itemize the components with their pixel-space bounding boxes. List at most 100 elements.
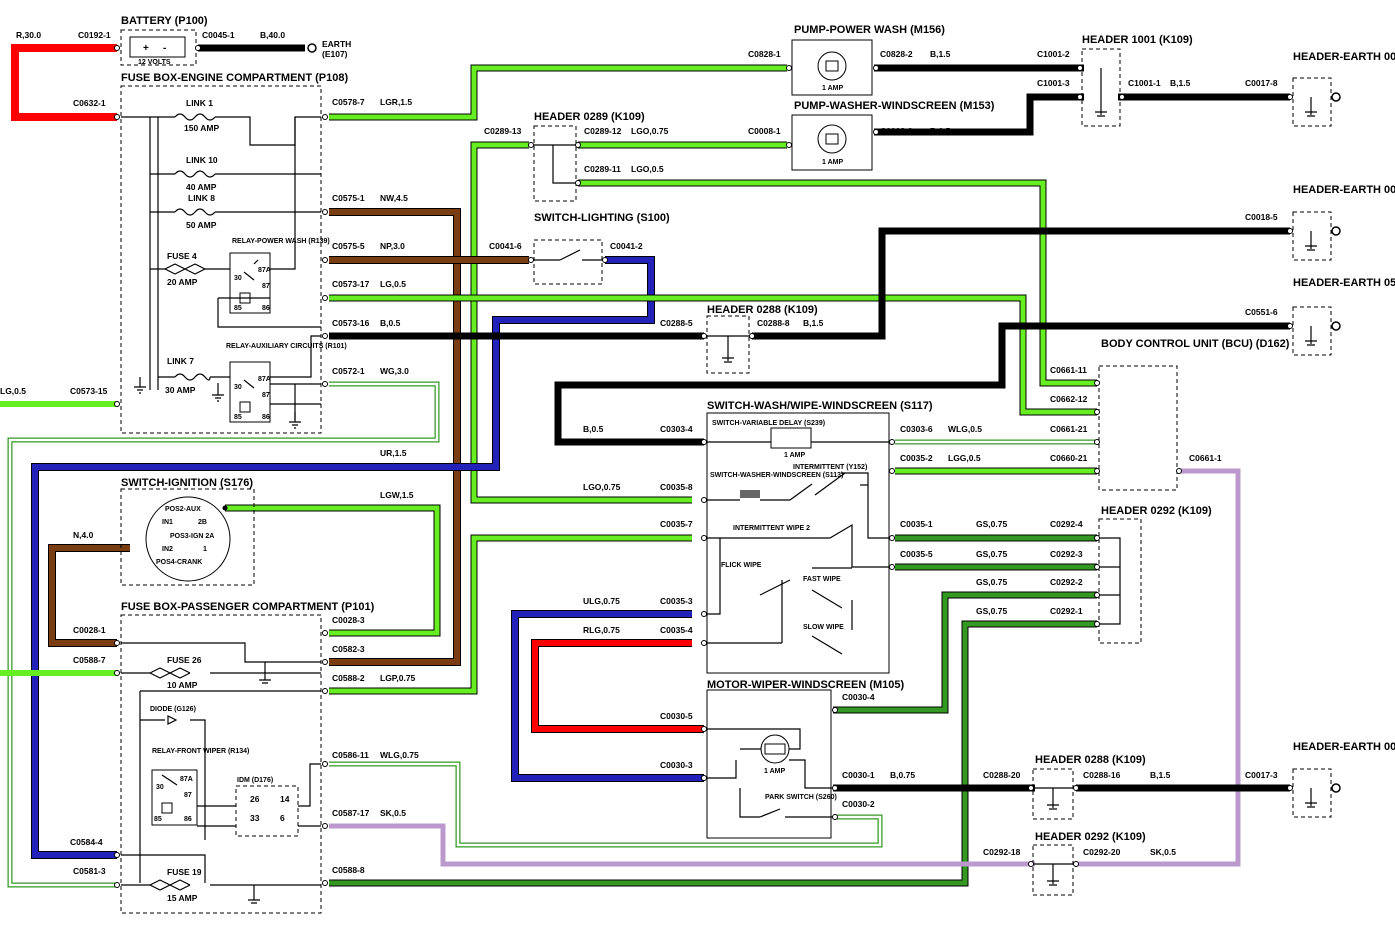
svg-text:C0572-1: C0572-1 xyxy=(332,366,365,376)
svg-text:ULG,0.75: ULG,0.75 xyxy=(583,596,620,606)
svg-text:12 VOLTS: 12 VOLTS xyxy=(138,59,171,66)
svg-text:RELAY-POWER WASH (R139): RELAY-POWER WASH (R139) xyxy=(232,238,330,245)
svg-text:1 AMP: 1 AMP xyxy=(784,452,805,459)
header-earth-0017-box xyxy=(1292,77,1332,127)
svg-text:87: 87 xyxy=(262,392,270,399)
svg-text:C0017-8: C0017-8 xyxy=(1245,78,1278,88)
svg-text:C0192-1: C0192-1 xyxy=(78,30,111,40)
svg-text:87A: 87A xyxy=(258,376,271,383)
svg-text:POS2-AUX: POS2-AUX xyxy=(165,506,201,513)
wire-labels: R,30.0 B,40.0 LGR,1.5 B,1.5 B,0.5 B,1.5 … xyxy=(0,30,1191,857)
header0292-box xyxy=(1098,518,1142,644)
svg-text:UR,1.5: UR,1.5 xyxy=(380,448,407,458)
wire-lgr-pump xyxy=(329,64,787,121)
svg-text:B,0.5: B,0.5 xyxy=(583,424,604,434)
header0289-box xyxy=(533,125,577,202)
svg-text:C0661-21: C0661-21 xyxy=(1050,424,1088,434)
svg-text:LGG,0.5: LGG,0.5 xyxy=(948,453,981,463)
svg-text:C0575-5: C0575-5 xyxy=(332,241,365,251)
svg-text:C0661-11: C0661-11 xyxy=(1050,365,1087,375)
svg-text:GS,0.75: GS,0.75 xyxy=(976,519,1007,529)
svg-text:C0551-6: C0551-6 xyxy=(1245,307,1278,317)
svg-text:87: 87 xyxy=(262,283,270,290)
svg-text:LGO,0.75: LGO,0.75 xyxy=(583,482,621,492)
relay-front-wiper-box xyxy=(151,769,198,826)
svg-text:C0581-3: C0581-3 xyxy=(73,866,106,876)
battery-label: BATTERY (P100) xyxy=(121,15,208,27)
svg-text:C0303-6: C0303-6 xyxy=(900,424,933,434)
svg-text:1 AMP: 1 AMP xyxy=(764,768,785,775)
svg-text:85: 85 xyxy=(154,816,162,823)
svg-text:FUSE 19: FUSE 19 xyxy=(167,867,202,877)
switch-lighting-box xyxy=(533,239,603,285)
svg-text:LGO,0.75: LGO,0.75 xyxy=(631,126,669,136)
svg-text:EARTH: EARTH xyxy=(322,39,351,49)
svg-text:HEADER-EARTH 0017 (K108): HEADER-EARTH 0017 (K108) xyxy=(1293,741,1395,753)
motor-wiper-label: MOTOR-WIPER-WINDSCREEN (M105) xyxy=(707,679,905,691)
svg-text:LG,0.5: LG,0.5 xyxy=(380,279,406,289)
svg-text:RELAY-FRONT WIPER (R134): RELAY-FRONT WIPER (R134) xyxy=(152,748,249,755)
svg-text:C0035-1: C0035-1 xyxy=(900,519,933,529)
fuse-box-passenger-box xyxy=(120,614,322,914)
svg-text:85: 85 xyxy=(234,414,242,421)
svg-text:C0035-2: C0035-2 xyxy=(900,453,933,463)
svg-text:87: 87 xyxy=(184,792,192,799)
svg-text:C0288-20: C0288-20 xyxy=(983,770,1021,780)
svg-text:IN1: IN1 xyxy=(162,519,173,526)
svg-text:LG,0.5: LG,0.5 xyxy=(0,386,26,396)
relay-aux-box xyxy=(229,361,271,423)
svg-text:C0588-2: C0588-2 xyxy=(332,673,365,683)
svg-text:C0018-5: C0018-5 xyxy=(1245,212,1278,222)
pump-washer-ws-box xyxy=(791,114,873,171)
wires xyxy=(0,44,1290,888)
svg-text:C0660-21: C0660-21 xyxy=(1050,453,1088,463)
svg-text:R,30.0: R,30.0 xyxy=(16,30,41,40)
svg-text:SLOW WIPE: SLOW WIPE xyxy=(803,624,844,631)
svg-text:C0035-3: C0035-3 xyxy=(660,596,693,606)
svg-text:FLICK WIPE: FLICK WIPE xyxy=(721,562,762,569)
svg-text:GS,0.75: GS,0.75 xyxy=(976,606,1007,616)
svg-text:1 AMP: 1 AMP xyxy=(822,85,843,92)
svg-text:PARK SWITCH (S260): PARK SWITCH (S260) xyxy=(765,794,837,801)
svg-text:C0289-13: C0289-13 xyxy=(484,126,522,136)
svg-text:GS,0.75: GS,0.75 xyxy=(976,577,1007,587)
svg-text:C0584-4: C0584-4 xyxy=(70,837,103,847)
svg-text:33: 33 xyxy=(250,813,260,823)
svg-text:NW,4.5: NW,4.5 xyxy=(380,193,408,203)
svg-text:C0582-3: C0582-3 xyxy=(332,644,365,654)
svg-text:POS4-CRANK: POS4-CRANK xyxy=(156,559,202,566)
svg-text:C0041-6: C0041-6 xyxy=(489,241,522,251)
svg-text:10 AMP: 10 AMP xyxy=(167,680,198,690)
svg-text:C0028-1: C0028-1 xyxy=(73,625,106,635)
fuse-box-engine-label: FUSE BOX-ENGINE COMPARTMENT (P108) xyxy=(121,72,348,84)
svg-text:C0289-11: C0289-11 xyxy=(584,164,621,174)
svg-text:C0575-1: C0575-1 xyxy=(332,193,365,203)
svg-text:C0573-15: C0573-15 xyxy=(70,386,108,396)
svg-text:C0292-4: C0292-4 xyxy=(1050,519,1083,529)
svg-text:LINK 1: LINK 1 xyxy=(186,98,213,108)
switch-wash-wipe-box xyxy=(706,412,890,674)
svg-text:C0030-3: C0030-3 xyxy=(660,760,693,770)
svg-text:FUSE 4: FUSE 4 xyxy=(167,251,197,261)
header0288b-label: HEADER 0288 (K109) xyxy=(1035,754,1146,766)
svg-text:C0292-1: C0292-1 xyxy=(1050,606,1083,616)
pump-power-wash-label: PUMP-POWER WASH (M156) xyxy=(794,24,945,36)
svg-text:SK,0.5: SK,0.5 xyxy=(380,808,406,818)
svg-text:FAST WIPE: FAST WIPE xyxy=(803,576,841,583)
wire-ulg xyxy=(511,610,704,782)
svg-text:C0588-8: C0588-8 xyxy=(332,865,365,875)
svg-text:LGO,0.5: LGO,0.5 xyxy=(631,164,664,174)
svg-text:C0035-5: C0035-5 xyxy=(900,549,933,559)
svg-text:C0030-5: C0030-5 xyxy=(660,711,693,721)
header1001-label: HEADER 1001 (K109) xyxy=(1082,34,1193,46)
svg-text:+: + xyxy=(143,43,149,54)
svg-text:DIODE (G126): DIODE (G126) xyxy=(150,706,196,713)
svg-text:20 AMP: 20 AMP xyxy=(167,277,198,287)
svg-text:C0828-2: C0828-2 xyxy=(880,49,913,59)
svg-text:2B: 2B xyxy=(198,519,207,526)
svg-text:C0632-1: C0632-1 xyxy=(73,98,106,108)
svg-text:C0662-12: C0662-12 xyxy=(1050,394,1088,404)
svg-text:15 AMP: 15 AMP xyxy=(167,893,198,903)
svg-text:C0035-7: C0035-7 xyxy=(660,519,693,529)
svg-text:GS,0.75: GS,0.75 xyxy=(976,549,1007,559)
